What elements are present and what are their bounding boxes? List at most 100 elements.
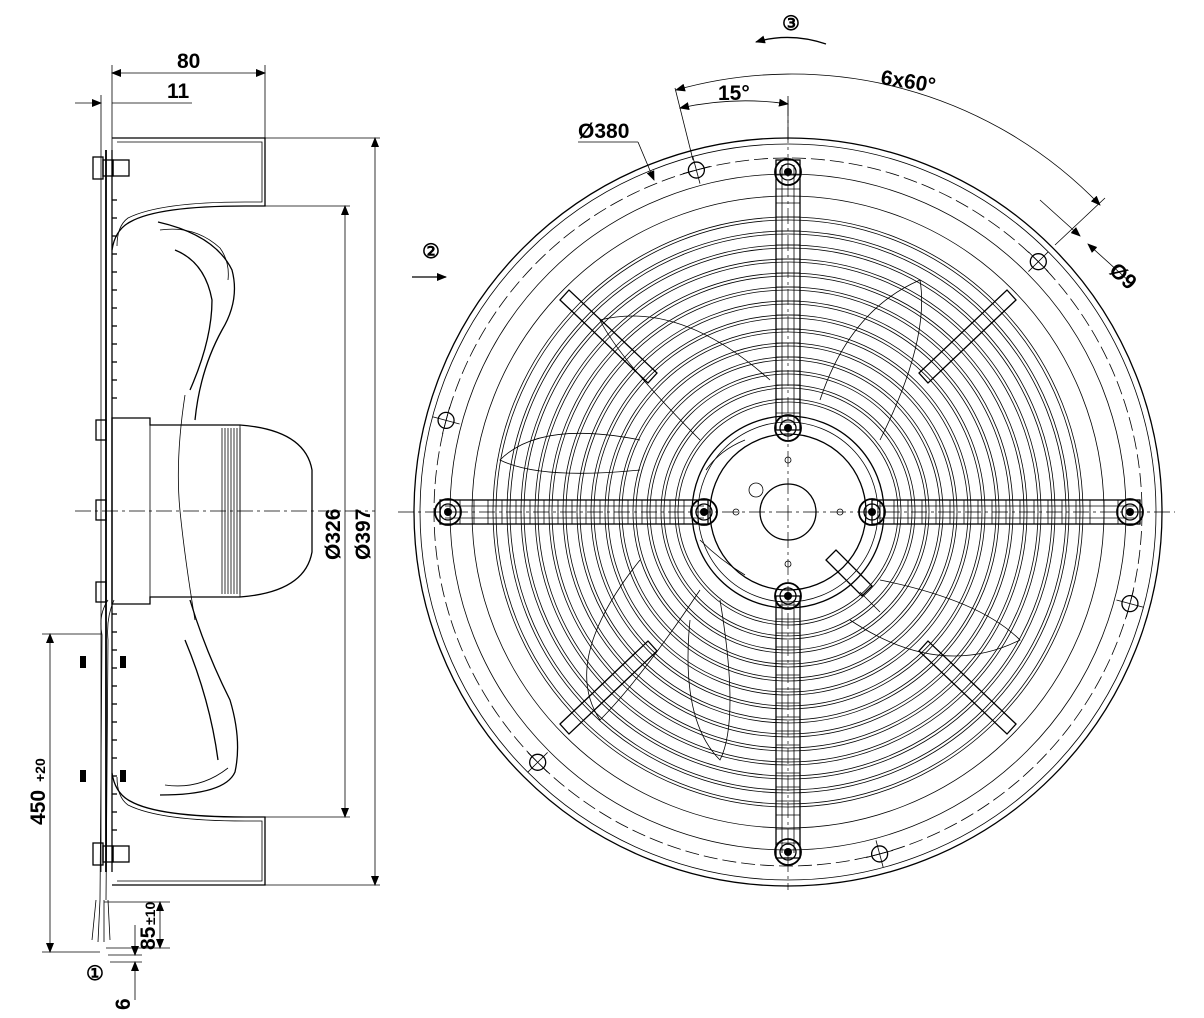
bolt-washer (439, 503, 457, 521)
guard-ring (677, 401, 899, 623)
motor-hole-top (784, 456, 792, 464)
marker-rotation: ③ (782, 13, 800, 35)
side-view: 80 11 Ø326 Ø397 450 +20 85 ±10 6 ① (27, 50, 380, 1010)
guard-ring (649, 373, 927, 651)
housing-top (111, 137, 266, 251)
guard-ring (551, 275, 1025, 749)
bolt-head (774, 582, 802, 610)
dim-hole-pattern: 6x60° (879, 66, 937, 97)
housing-top-inner (116, 141, 263, 247)
motor-hole-right (836, 508, 844, 516)
bolt-core (784, 592, 792, 600)
marker-cable: ① (86, 963, 104, 985)
cable-sheath-right (105, 599, 115, 901)
bolt-head (434, 498, 462, 526)
guard-ring (621, 345, 955, 679)
guard-ring (663, 387, 913, 637)
motor-flange-inner (697, 421, 879, 603)
dim-strip-tol: ±10 (142, 902, 158, 925)
arm-ticks (459, 174, 1119, 844)
motor-face (709, 433, 867, 591)
cable-sheath-left (99, 599, 109, 901)
bolt-washer (695, 503, 713, 521)
blade-upper-edge (159, 228, 229, 281)
angle-ext-60 (1054, 197, 1106, 246)
guard-ring (495, 219, 1081, 805)
bolt-core (784, 848, 792, 856)
mounting-hole (437, 411, 455, 430)
plate-rivets (112, 199, 117, 831)
bolt-core (1126, 508, 1134, 516)
motor-hole-bottom (784, 560, 792, 568)
guard-ring (635, 359, 941, 665)
blade-lower-edge (164, 767, 229, 787)
hole-center-mark (1125, 589, 1134, 618)
dim-outer-diameter: Ø397 (352, 509, 375, 560)
bolt-core (868, 508, 876, 516)
hole-center-mark (865, 849, 894, 858)
cable-exit (859, 591, 881, 613)
bolt-washer (863, 503, 881, 521)
ground-symbol (748, 482, 764, 498)
dim-strip-length: 85 (137, 926, 160, 950)
dim-cable-length: 450 (27, 790, 50, 825)
cable-gland (825, 549, 873, 597)
motor-ribs (221, 428, 241, 594)
cable-clamps (80, 656, 126, 782)
bolt-core (444, 508, 452, 516)
guard-ring (607, 331, 969, 693)
bolt-circle (433, 157, 1143, 867)
hole-center-mark (682, 166, 711, 175)
angle-ext-15 (674, 87, 694, 161)
hole-center-mark (442, 406, 451, 435)
bolt-core (784, 424, 792, 432)
marker-airflow: ② (422, 241, 440, 263)
bolt-washer (1121, 503, 1139, 521)
motor-hole-left (732, 508, 740, 516)
bolt-head (690, 498, 718, 526)
bolt-washer (779, 843, 797, 861)
dim-blade-diameter: Ø326 (322, 509, 345, 560)
guard-ring (537, 261, 1039, 763)
bolt-core (700, 508, 708, 516)
hub-label-ring (699, 439, 746, 576)
mounting-holes (432, 156, 1144, 868)
front-view: Ø380 15° 6x60° Ø9 ② ③ (398, 13, 1175, 890)
dim-arc-6x60 (675, 73, 1101, 206)
blade-mid (177, 394, 196, 621)
dim-line-9-a (1039, 199, 1081, 237)
bolt-head (774, 414, 802, 442)
guard-ring (523, 247, 1053, 777)
bolt-head (858, 498, 886, 526)
dim-angle-offset: 15° (718, 82, 750, 105)
dim-bolt-circle: Ø380 (578, 120, 629, 143)
cable-wires (91, 899, 111, 943)
dim-cable-length-tol: +20 (32, 758, 48, 782)
blade-upper (157, 221, 236, 421)
guard-ring (565, 289, 1011, 735)
mounting-hole (870, 845, 889, 863)
rotation-arrow (755, 35, 827, 45)
hole-center-mark (1028, 251, 1049, 272)
hole-center-mark (527, 752, 548, 773)
dim-line-9-b (1087, 243, 1131, 283)
guard-ring (579, 303, 997, 721)
blade-lower (159, 599, 239, 796)
motor-shaft-bore (759, 483, 817, 541)
dim-wire-end: 6 (112, 998, 135, 1010)
mounting-hole (529, 753, 547, 771)
housing-bottom (111, 772, 266, 886)
bolt-head (1116, 498, 1144, 526)
bolt-washer (779, 587, 797, 605)
dim-flange: 11 (167, 80, 190, 103)
motor-body (111, 417, 313, 605)
housing-bottom-inner (116, 776, 263, 882)
mounting-hole (1121, 594, 1139, 613)
motor-flange (691, 415, 885, 609)
guard-struts (559, 289, 1017, 735)
guard-ring (509, 233, 1067, 791)
mounting-hole (1029, 253, 1047, 271)
guard-ring (593, 317, 983, 707)
plate-bolts (92, 156, 130, 866)
